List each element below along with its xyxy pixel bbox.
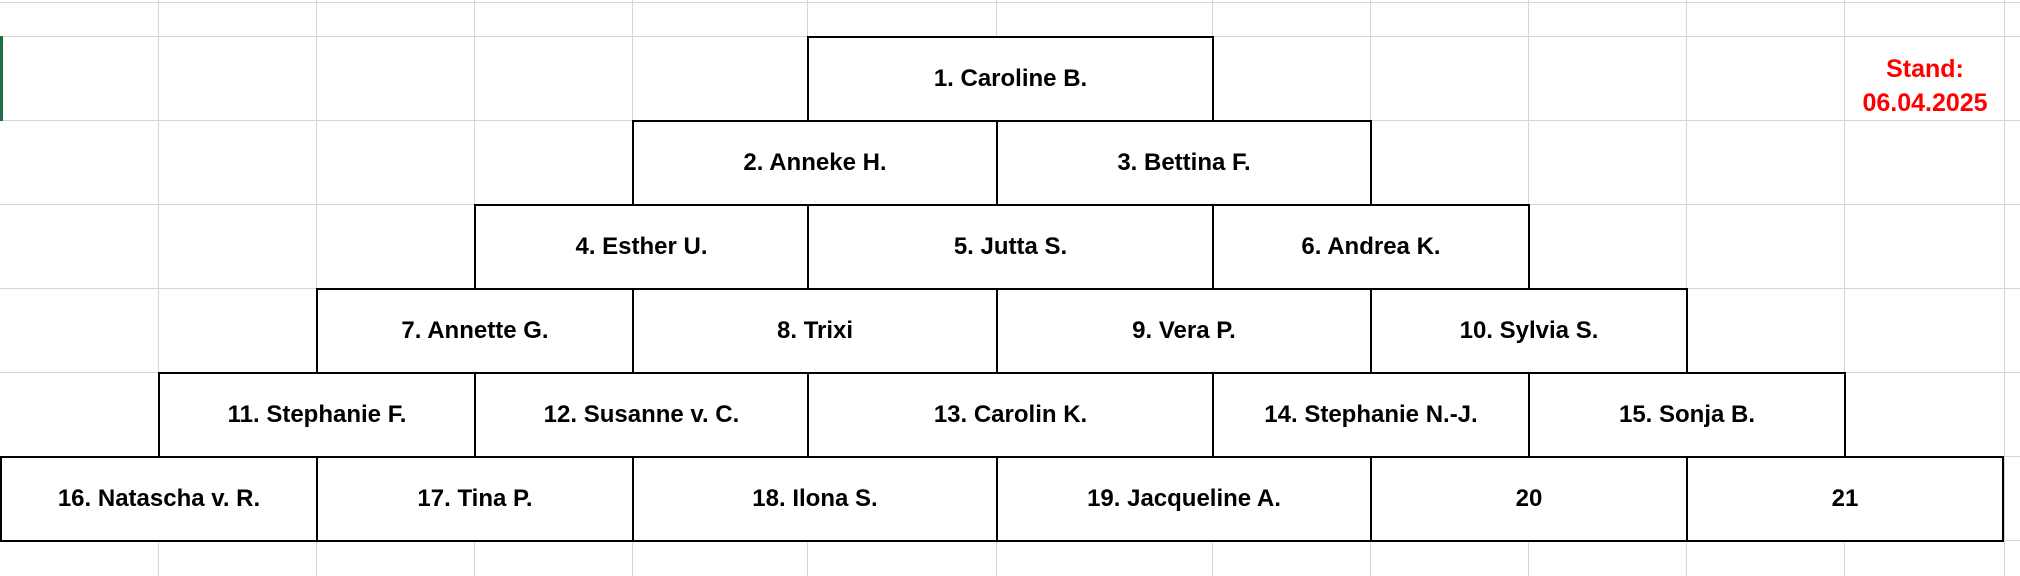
rank-cell[interactable]: 5. Jutta S.: [807, 204, 1214, 290]
stand-label: Stand:: [1886, 55, 1964, 83]
rank-cell[interactable]: 3. Bettina F.: [996, 120, 1372, 206]
rank-cell[interactable]: 1. Caroline B.: [807, 36, 1214, 122]
status-date-note: Stand: 06.04.2025: [1845, 52, 2005, 120]
rank-cell[interactable]: 2. Anneke H.: [632, 120, 998, 206]
stand-date: 06.04.2025: [1862, 89, 1988, 117]
rank-cell[interactable]: 10. Sylvia S.: [1370, 288, 1688, 374]
rank-cell[interactable]: 11. Stephanie F.: [158, 372, 476, 458]
rank-cell[interactable]: 15. Sonja B.: [1528, 372, 1846, 458]
rank-cell[interactable]: 18. Ilona S.: [632, 456, 998, 542]
rank-cell[interactable]: 4. Esther U.: [474, 204, 809, 290]
gridline-horizontal: [0, 2, 2020, 3]
rank-cell[interactable]: 19. Jacqueline A.: [996, 456, 1372, 542]
rank-cell[interactable]: 13. Carolin K.: [807, 372, 1214, 458]
rank-cell[interactable]: 16. Natascha v. R.: [0, 456, 318, 542]
rank-cell[interactable]: 9. Vera P.: [996, 288, 1372, 374]
rank-cell[interactable]: 12. Susanne v. C.: [474, 372, 809, 458]
rank-cell[interactable]: 20: [1370, 456, 1688, 542]
selected-cell-indicator: [0, 36, 3, 121]
rank-cell[interactable]: 17. Tina P.: [316, 456, 634, 542]
rank-cell[interactable]: 7. Annette G.: [316, 288, 634, 374]
rank-cell[interactable]: 21: [1686, 456, 2004, 542]
rank-cell[interactable]: 14. Stephanie N.-J.: [1212, 372, 1530, 458]
rank-cell[interactable]: 6. Andrea K.: [1212, 204, 1530, 290]
rank-cell[interactable]: 8. Trixi: [632, 288, 998, 374]
